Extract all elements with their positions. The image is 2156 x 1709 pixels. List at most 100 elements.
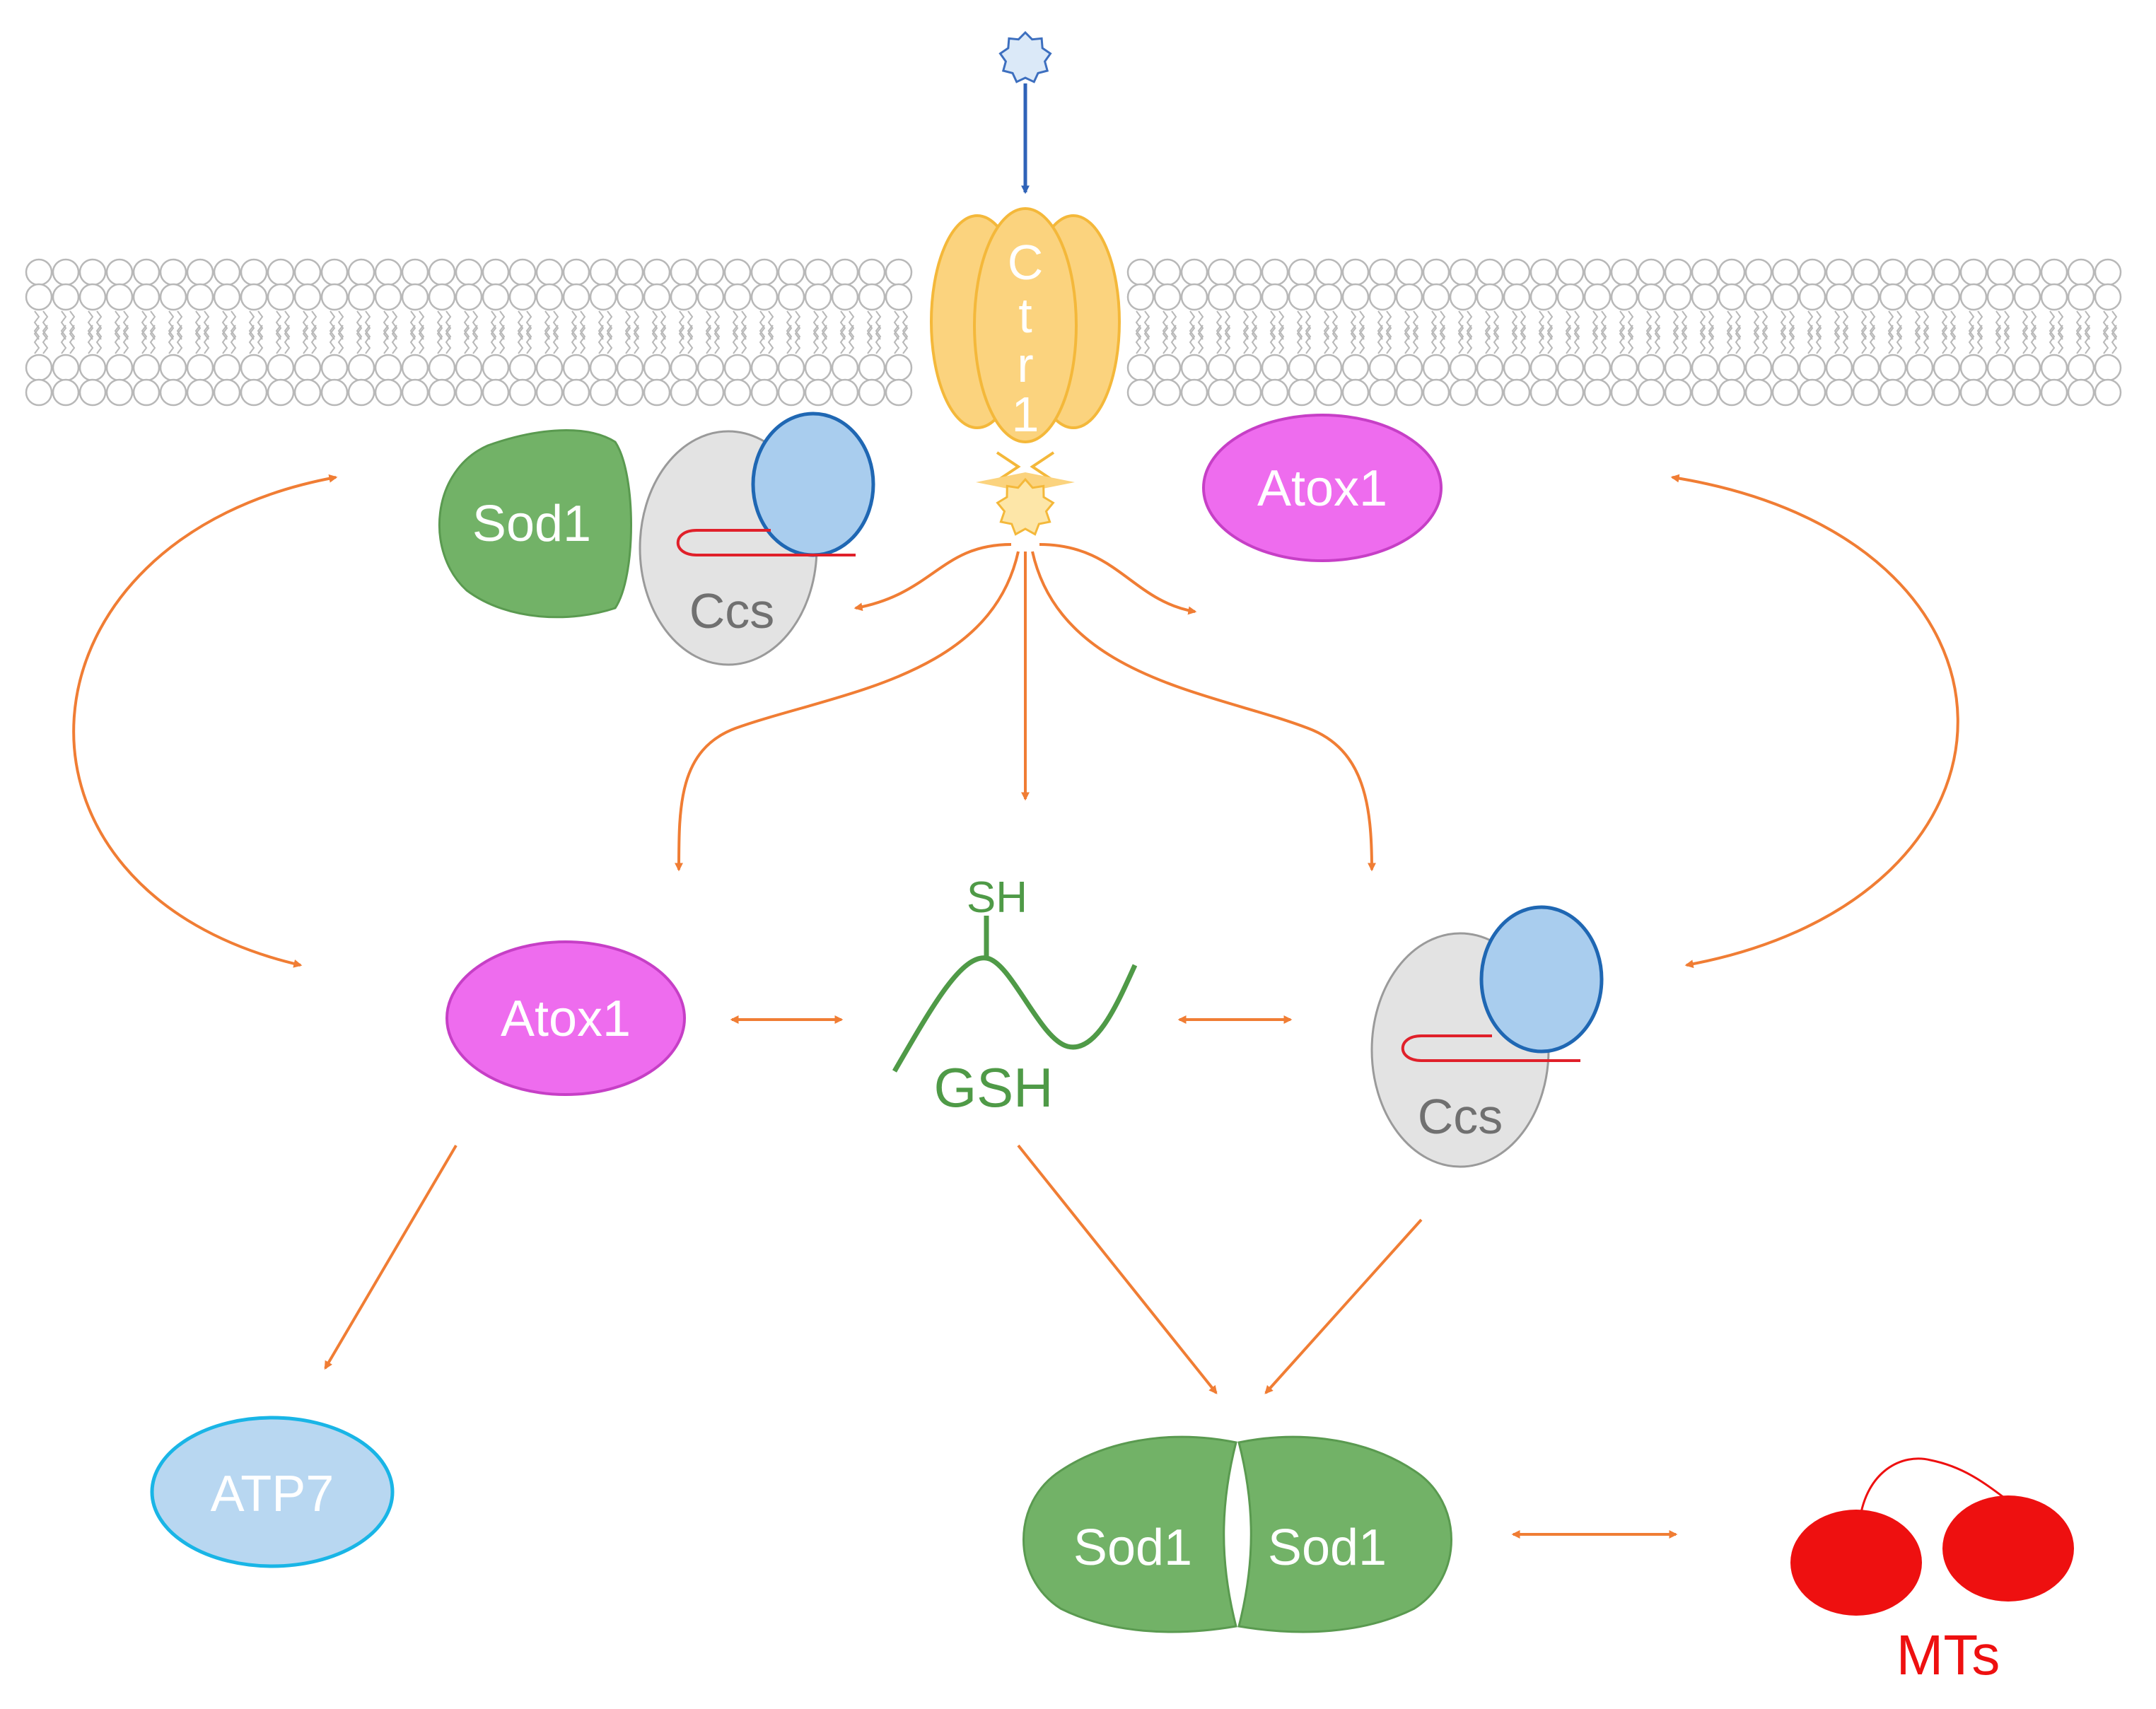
lipid-head — [428, 283, 456, 311]
lipid-head — [643, 378, 671, 407]
lipid-head — [159, 378, 187, 407]
lipid-head — [1933, 378, 1961, 407]
lipid-head — [562, 283, 590, 311]
lipid-head — [1529, 283, 1558, 311]
lipid-head — [347, 258, 375, 286]
lipid-head — [132, 354, 161, 382]
lipid-head — [750, 378, 779, 407]
lipid-head — [240, 258, 268, 286]
lipid-head — [374, 283, 402, 311]
ccs-mid: Ccs — [1370, 905, 1604, 1168]
right-exchange-arc — [1670, 474, 1959, 969]
lipid-head — [2013, 378, 2041, 407]
lipid-head — [267, 258, 295, 286]
lipid-head — [52, 354, 80, 382]
lipid-head — [1368, 354, 1397, 382]
lipid-head — [78, 283, 107, 311]
lipid-head — [1449, 283, 1477, 311]
lipid-head — [2094, 378, 2122, 407]
lipid-head — [2094, 283, 2122, 311]
lipid-head — [697, 258, 725, 286]
copper-ion-icon — [998, 30, 1052, 83]
lipid-head — [2013, 354, 2041, 382]
lipid-head — [1449, 378, 1477, 407]
lipid-head — [374, 354, 402, 382]
lipid-head — [1664, 378, 1692, 407]
atox1-top: Atox1 — [1202, 414, 1443, 562]
lipid-head — [858, 258, 886, 286]
lipid-head — [508, 378, 537, 407]
lipid-head — [1341, 283, 1370, 311]
lipid-head — [1126, 378, 1155, 407]
lipid-head — [482, 378, 510, 407]
lipid-head — [1422, 354, 1450, 382]
lipid-head — [1180, 283, 1208, 311]
arrow-to-atox1-top — [1039, 543, 1197, 615]
lipid-head — [535, 258, 564, 286]
lipid-head — [1476, 354, 1504, 382]
lipid-head — [804, 283, 832, 311]
lipid-head — [159, 354, 187, 382]
arrow-to-ccs-top — [853, 543, 1012, 612]
metallothioneins: MTs — [1790, 1457, 2074, 1686]
lipid-head — [1986, 378, 2015, 407]
lipid-head — [697, 354, 725, 382]
lipid-head — [589, 378, 617, 407]
lipid-head — [1503, 354, 1531, 382]
lipid-head — [1126, 283, 1155, 311]
lipid-head — [1261, 283, 1289, 311]
lipid-head — [1261, 354, 1289, 382]
lipid-head — [1503, 378, 1531, 407]
lipid-head — [293, 378, 322, 407]
sod1-subunit — [438, 429, 632, 619]
lipid-head — [589, 354, 617, 382]
atox1-top-label: Atox1 — [1257, 460, 1387, 517]
lipid-head — [267, 354, 295, 382]
lipid-head — [25, 258, 53, 286]
arrow-to-atox1-mid — [675, 551, 1020, 872]
lipid-head — [25, 378, 53, 407]
lipid-head — [1368, 378, 1397, 407]
lipid-head — [1798, 283, 1826, 311]
lipid-head — [52, 283, 80, 311]
lipid-head — [804, 354, 832, 382]
atp7-label: ATP7 — [211, 1466, 334, 1522]
lipid-head — [1556, 378, 1585, 407]
lipid-head — [1449, 258, 1477, 286]
lipid-head — [401, 283, 429, 311]
ccs-domain — [1479, 905, 1604, 1054]
lipid-head — [1933, 283, 1961, 311]
lipid-head — [1288, 354, 1316, 382]
lipid-head — [25, 283, 53, 311]
lipid-head — [804, 258, 832, 286]
lipid-head — [1529, 378, 1558, 407]
lipid-head — [1368, 258, 1397, 286]
lipid-head — [1691, 258, 1719, 286]
lipid-head — [777, 378, 805, 407]
lipid-head — [78, 258, 107, 286]
lipid-head — [858, 283, 886, 311]
lipid-head — [1207, 258, 1235, 286]
lipid-head — [1959, 258, 1988, 286]
lipid-head — [2040, 378, 2068, 407]
lipid-head — [1180, 258, 1208, 286]
lipid-head — [401, 354, 429, 382]
lipid-head — [535, 354, 564, 382]
lipid-head — [2040, 283, 2068, 311]
lipid-head — [1503, 258, 1531, 286]
lipid-head — [1556, 354, 1585, 382]
ctr1-label-r: r — [1017, 337, 1033, 392]
lipid-head — [562, 354, 590, 382]
lipid-head — [670, 354, 698, 382]
lipid-head — [885, 283, 913, 311]
lipid-head — [508, 258, 537, 286]
lower-arrows — [324, 1144, 1678, 1539]
lipid-head — [1422, 378, 1450, 407]
lipid-head — [1476, 283, 1504, 311]
lipid-head — [1771, 378, 1800, 407]
lipid-head — [1368, 283, 1397, 311]
lipid-head — [562, 378, 590, 407]
lipid-head — [1153, 283, 1182, 311]
lipid-head — [1852, 354, 1880, 382]
lipid-head — [293, 283, 322, 311]
